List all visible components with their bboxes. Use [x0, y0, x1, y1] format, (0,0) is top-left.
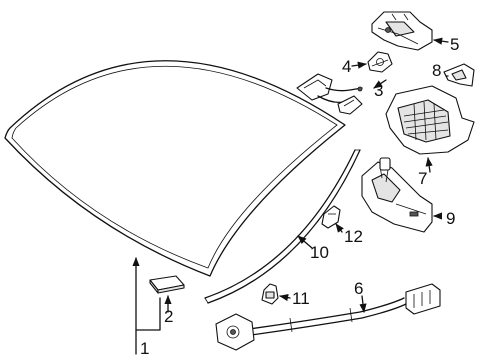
retainer-clip [321, 205, 341, 229]
callout-1: 1 [140, 339, 149, 358]
callout-9: 9 [446, 209, 455, 228]
callout-8: 8 [432, 61, 441, 80]
callout-3: 3 [374, 81, 383, 100]
small-bracket [443, 63, 475, 87]
wire-harness [215, 283, 441, 351]
callout-7: 7 [418, 169, 427, 188]
molding-strip [204, 149, 361, 304]
grommet [261, 283, 279, 305]
callout-4: 4 [342, 57, 351, 76]
camera-housing [371, 11, 433, 51]
windshield-glass [4, 60, 346, 277]
clip-bracket [367, 51, 393, 73]
callout-12: 12 [344, 227, 363, 246]
callout-11: 11 [292, 289, 310, 308]
mirror-cover [385, 85, 475, 155]
rearview-mirror [361, 157, 433, 233]
rain-sensor [296, 73, 363, 115]
callout-2: 2 [164, 307, 173, 326]
callout-10: 10 [310, 243, 329, 262]
callout-5: 5 [450, 35, 459, 54]
sensor-pad [149, 275, 185, 294]
leader-lines [132, 37, 449, 355]
callout-6: 6 [354, 279, 363, 298]
